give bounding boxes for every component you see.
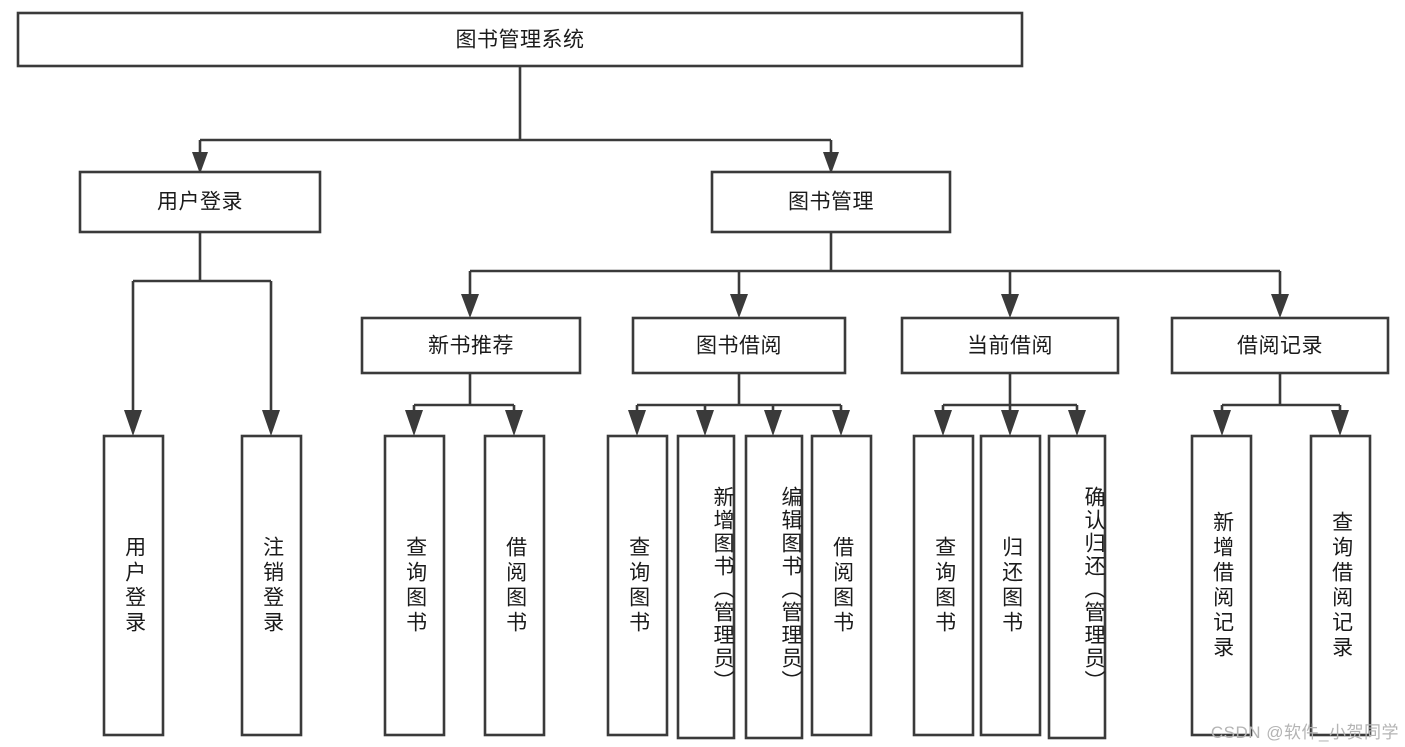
leaf-query-borrow-record[interactable] — [1309, 434, 1372, 737]
node-book-management[interactable]: 图书管理 — [710, 170, 952, 234]
arrow-head-icon — [934, 410, 952, 436]
arrow-head-icon — [1271, 294, 1289, 318]
arrow-head-icon — [1331, 410, 1349, 436]
arrow-head-icon — [1213, 410, 1231, 436]
node-book-borrow[interactable]: 图书借阅 — [631, 316, 847, 375]
leaf-edit-book-admin[interactable] — [744, 434, 804, 740]
arrow-head-icon — [832, 410, 850, 436]
leaf-query-book-recommend[interactable] — [383, 434, 446, 737]
arrow-head-icon — [262, 410, 280, 436]
leaf-user-login[interactable] — [102, 434, 165, 737]
arrow-head-icon — [124, 410, 142, 436]
node-borrow-record-label: 借阅记录 — [1237, 335, 1323, 358]
node-user-login-label: 用户登录 — [157, 191, 243, 214]
arrow-head-icon — [1001, 294, 1019, 318]
arrow-head-icon — [628, 410, 646, 436]
leaf-query-book-current[interactable] — [912, 434, 975, 737]
leaf-logout-login[interactable] — [240, 434, 303, 737]
arrow-head-icon — [1001, 410, 1019, 436]
arrow-head-icon — [696, 410, 714, 436]
leaf-borrow-book-recommend[interactable] — [483, 434, 546, 737]
node-current-borrow-label: 当前借阅 — [967, 335, 1053, 358]
node-current-borrow[interactable]: 当前借阅 — [900, 316, 1120, 375]
arrow-head-icon — [405, 410, 423, 436]
leaf-confirm-return-admin[interactable] — [1047, 434, 1107, 740]
arrow-head-icon — [730, 294, 748, 318]
node-new-book-recommend[interactable]: 新书推荐 — [360, 316, 582, 375]
connectors-level2-to-leaves — [405, 373, 1349, 436]
connectors-root-to-level1 — [192, 66, 839, 174]
node-root-label: 图书管理系统 — [456, 29, 585, 52]
node-borrow-record[interactable]: 借阅记录 — [1170, 316, 1390, 375]
leaf-add-book-admin[interactable] — [676, 434, 736, 740]
node-root[interactable]: 图书管理系统 — [16, 11, 1024, 68]
arrow-head-icon — [1068, 410, 1086, 436]
leaf-query-book-borrow[interactable] — [606, 434, 669, 737]
node-new-book-recommend-label: 新书推荐 — [428, 335, 514, 358]
leaf-add-borrow-record[interactable] — [1190, 434, 1253, 737]
arrow-head-icon — [505, 410, 523, 436]
arrow-head-icon — [823, 152, 839, 174]
connectors-level1-to-level2 — [124, 232, 1289, 436]
leaf-borrow-book-borrow[interactable] — [810, 434, 873, 737]
csdn-watermark: CSDN @软件_小贺同学 — [1210, 723, 1399, 742]
arrow-head-icon — [764, 410, 782, 436]
node-book-management-label: 图书管理 — [788, 191, 874, 214]
leaf-return-book[interactable] — [979, 434, 1042, 737]
arrow-head-icon — [461, 294, 479, 318]
node-book-borrow-label: 图书借阅 — [696, 335, 782, 358]
arrow-head-icon — [192, 152, 208, 174]
node-user-login[interactable]: 用户登录 — [78, 170, 322, 234]
